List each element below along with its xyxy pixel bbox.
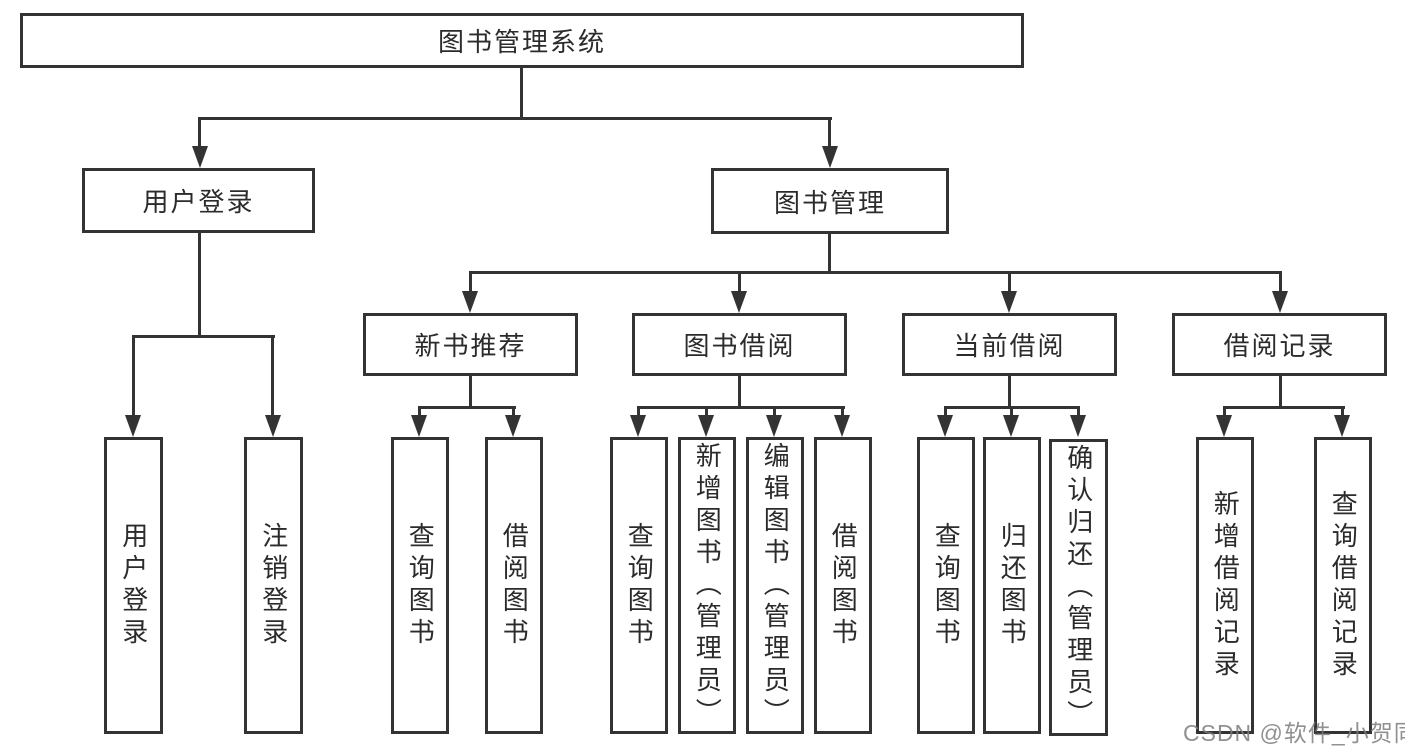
connector-line	[1279, 271, 1282, 295]
arrowhead	[1070, 415, 1086, 437]
connector-line	[1223, 406, 1345, 409]
connector-line	[1008, 376, 1011, 408]
connector-line	[637, 406, 640, 417]
connector-line	[132, 335, 135, 417]
arrowhead	[937, 415, 953, 437]
node-book-management: 图书管理	[711, 168, 949, 234]
arrowhead	[766, 415, 782, 437]
arrowhead	[192, 146, 208, 168]
node-borrow-records: 借阅记录	[1172, 313, 1387, 376]
node-borrow-books: 借阅图书	[814, 437, 872, 734]
node-edit-books-admin: 编辑图书（管理员）	[746, 437, 804, 734]
node-book-borrow: 图书借阅	[632, 313, 847, 376]
connector-line	[841, 406, 844, 417]
connector-line	[738, 271, 741, 295]
arrowhead	[1001, 291, 1017, 313]
node-query-borrow-record: 查询借阅记录	[1314, 437, 1372, 734]
connector-line	[198, 117, 832, 120]
node-current-borrow: 当前借阅	[902, 313, 1117, 376]
arrowhead	[1334, 415, 1350, 437]
connector-line	[773, 406, 776, 417]
node-logout: 注销登录	[244, 437, 303, 734]
arrowhead	[265, 415, 281, 437]
connector-line	[1279, 376, 1282, 408]
arrowhead	[411, 415, 427, 437]
connector-line	[944, 406, 947, 417]
node-return-books: 归还图书	[983, 437, 1041, 734]
arrowhead	[1003, 415, 1019, 437]
connector-line	[512, 406, 515, 417]
node-query-books-current: 查询图书	[917, 437, 975, 734]
node-query-books-borrow: 查询图书	[610, 437, 668, 734]
connector-line	[520, 68, 523, 119]
connector-line	[469, 271, 472, 295]
connector-line	[418, 406, 421, 417]
csdn-watermark: CSDN @软件_小贺同学	[1183, 720, 1405, 746]
connector-line	[1341, 406, 1344, 417]
connector-line	[469, 271, 1282, 274]
node-confirm-return-admin: 确认归还（管理员）	[1049, 439, 1108, 736]
node-new-book-recommend: 新书推荐	[363, 313, 578, 376]
connector-line	[705, 406, 708, 417]
arrowhead	[505, 415, 521, 437]
arrowhead	[1272, 291, 1288, 313]
connector-line	[271, 335, 274, 417]
arrowhead	[462, 291, 478, 313]
connector-line	[198, 117, 201, 149]
connector-line	[637, 406, 845, 409]
connector-line	[828, 117, 831, 149]
arrowhead	[834, 415, 850, 437]
connector-line	[1077, 406, 1080, 417]
connector-line	[738, 376, 741, 408]
connector-line	[198, 233, 201, 337]
node-library-system: 图书管理系统	[20, 13, 1024, 68]
connector-line	[1008, 271, 1011, 295]
node-query-books-recommend: 查询图书	[391, 437, 449, 734]
connector-line	[418, 406, 516, 409]
node-login: 用户登录	[104, 437, 163, 734]
node-user-login: 用户登录	[82, 168, 315, 233]
arrowhead	[822, 146, 838, 168]
connector-line	[469, 376, 472, 408]
arrowhead	[731, 291, 747, 313]
arrowhead	[125, 415, 141, 437]
arrowhead	[698, 415, 714, 437]
node-add-books-admin: 新增图书（管理员）	[678, 437, 736, 734]
node-add-borrow-record: 新增借阅记录	[1196, 437, 1254, 734]
connector-line	[1223, 406, 1226, 417]
arrowhead	[1216, 415, 1232, 437]
connector-line	[828, 234, 831, 273]
node-borrow-books-recommend: 借阅图书	[485, 437, 543, 734]
connector-line	[132, 335, 275, 338]
connector-line	[1010, 406, 1013, 417]
arrowhead	[630, 415, 646, 437]
